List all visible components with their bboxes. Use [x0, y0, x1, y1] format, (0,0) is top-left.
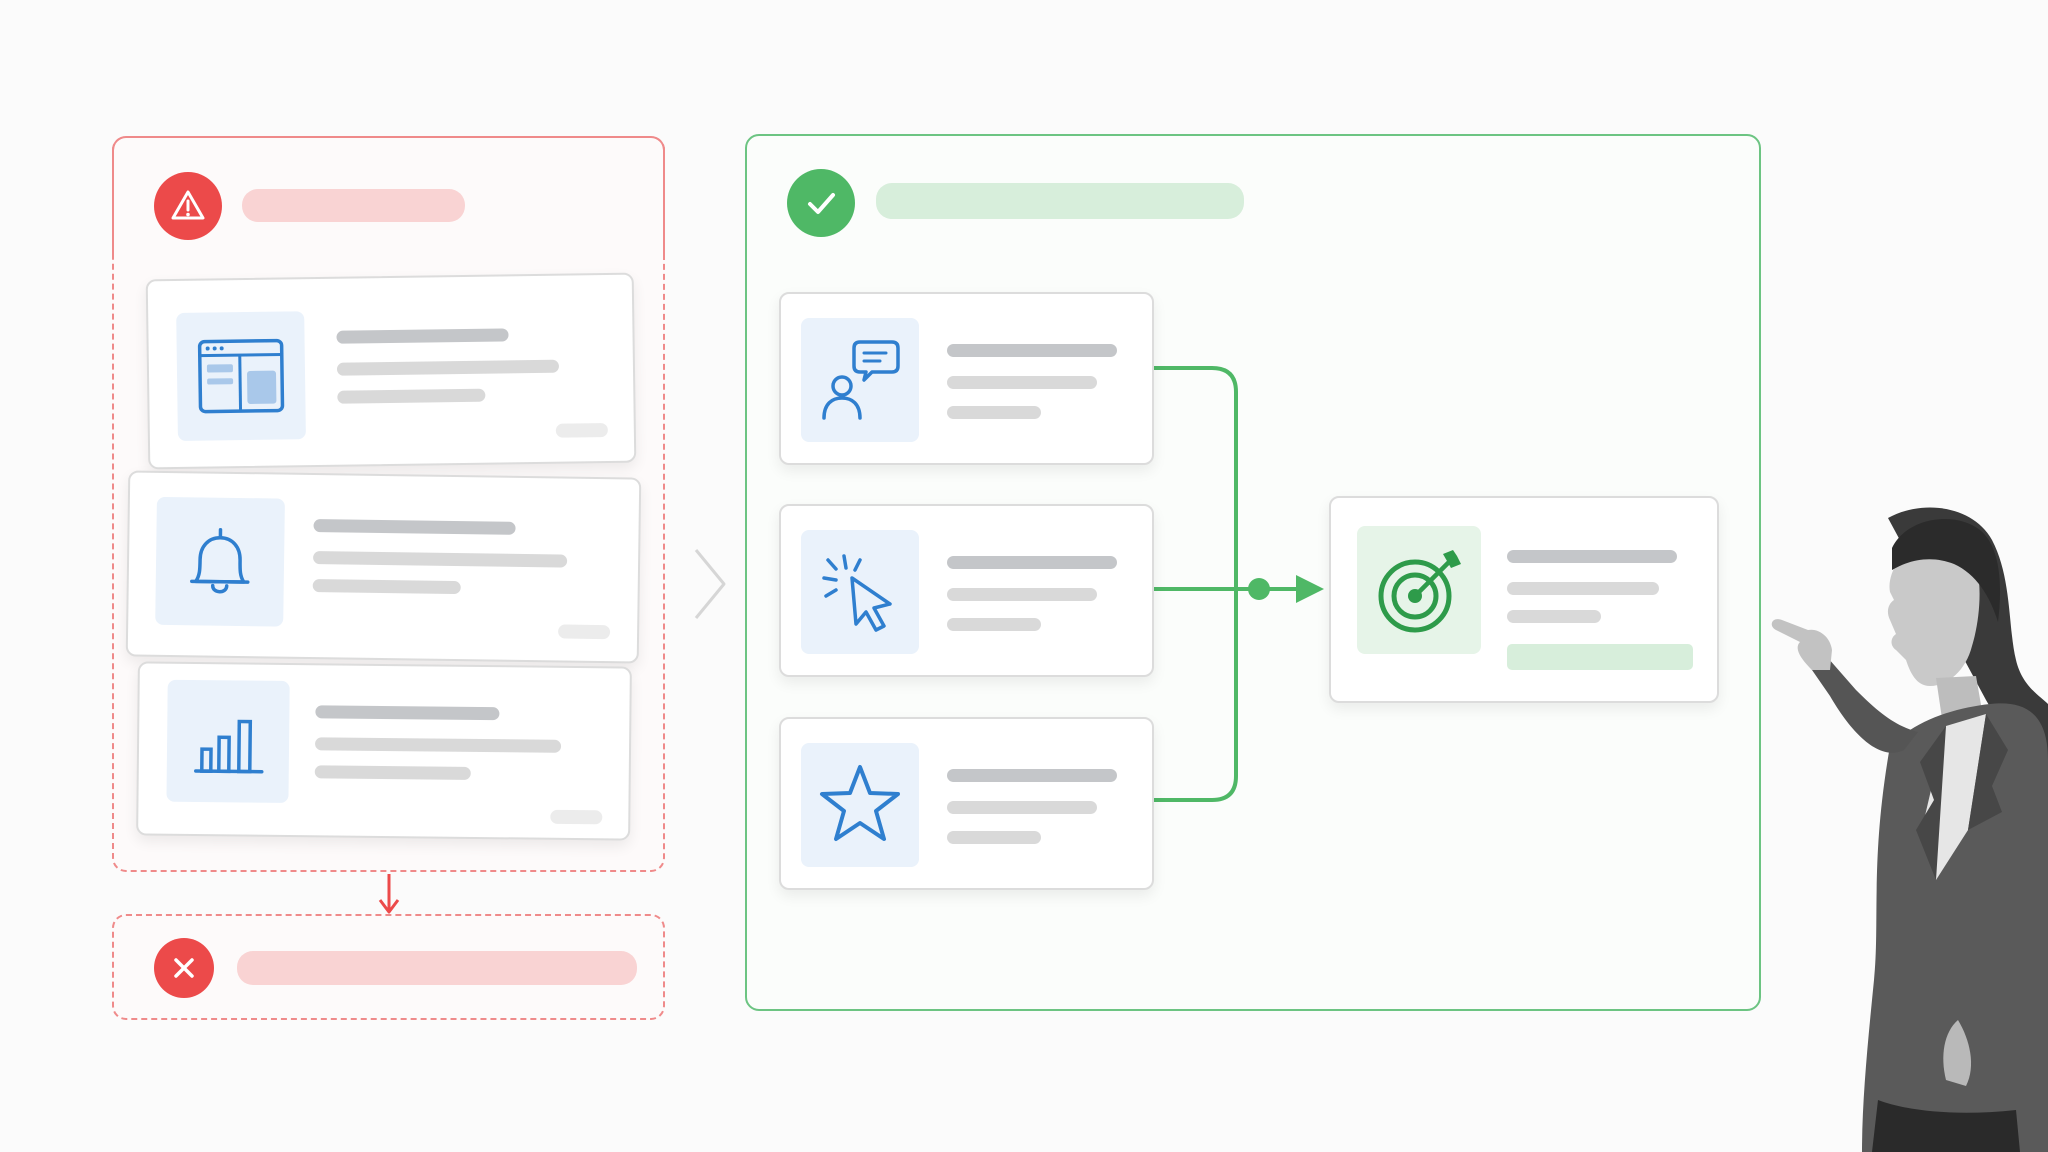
solution-card-3-line-1 — [947, 769, 1117, 782]
browser-window-icon — [197, 338, 285, 414]
problem-card-1 — [145, 272, 637, 470]
solution-card-2-icon-tile — [801, 530, 919, 654]
problem-card-3-icon-tile — [166, 679, 290, 804]
solution-card-1-line-2 — [947, 376, 1097, 389]
solution-card-3-line-2 — [947, 801, 1097, 814]
solution-card-3-line-3 — [947, 831, 1041, 844]
target-card-line-2 — [1507, 582, 1659, 595]
failure-title-placeholder — [237, 951, 637, 985]
target-card-icon-tile — [1357, 526, 1481, 654]
warning-triangle-icon — [154, 172, 222, 240]
problem-card-3 — [136, 661, 632, 841]
solution-card-2-line-2 — [947, 588, 1097, 601]
target-arrow-icon — [1378, 550, 1461, 633]
check-icon — [787, 169, 855, 237]
solution-card-1-icon-tile — [801, 318, 919, 442]
solution-target-card — [1329, 496, 1719, 703]
target-card-result-bar — [1507, 644, 1693, 670]
problem-panel-header-border — [112, 136, 665, 256]
connector-3 — [1154, 589, 1238, 802]
junction-dot — [1248, 578, 1270, 600]
presenter-figure — [1771, 507, 2048, 1152]
problem-title-placeholder — [242, 189, 465, 222]
user-chat-icon — [822, 340, 900, 420]
chevron-right-icon — [694, 549, 726, 619]
target-card-line-1 — [1507, 550, 1677, 563]
solution-card-2-line-1 — [947, 556, 1117, 569]
solution-card-3-icon-tile — [801, 743, 919, 867]
solution-card-1-line-1 — [947, 344, 1117, 357]
problem-card-2-icon-tile — [155, 496, 285, 627]
cursor-click-icon — [822, 554, 892, 632]
arrow-head — [1296, 575, 1324, 603]
problem-card-2 — [125, 470, 642, 664]
solution-title-placeholder — [876, 183, 1244, 219]
solution-input-card-2 — [779, 504, 1154, 677]
problem-card-1-icon-tile — [176, 311, 306, 441]
solution-input-card-3 — [779, 717, 1154, 890]
x-mark-icon — [154, 938, 214, 998]
solution-input-card-1 — [779, 292, 1154, 465]
target-card-line-3 — [1507, 610, 1601, 623]
bar-chart-icon — [194, 719, 264, 774]
connector-1 — [1154, 366, 1238, 589]
arrow-down-icon — [378, 874, 400, 914]
solution-card-1-line-3 — [947, 406, 1041, 419]
star-icon — [820, 765, 900, 841]
bell-icon — [190, 527, 250, 594]
solution-card-2-line-3 — [947, 618, 1041, 631]
